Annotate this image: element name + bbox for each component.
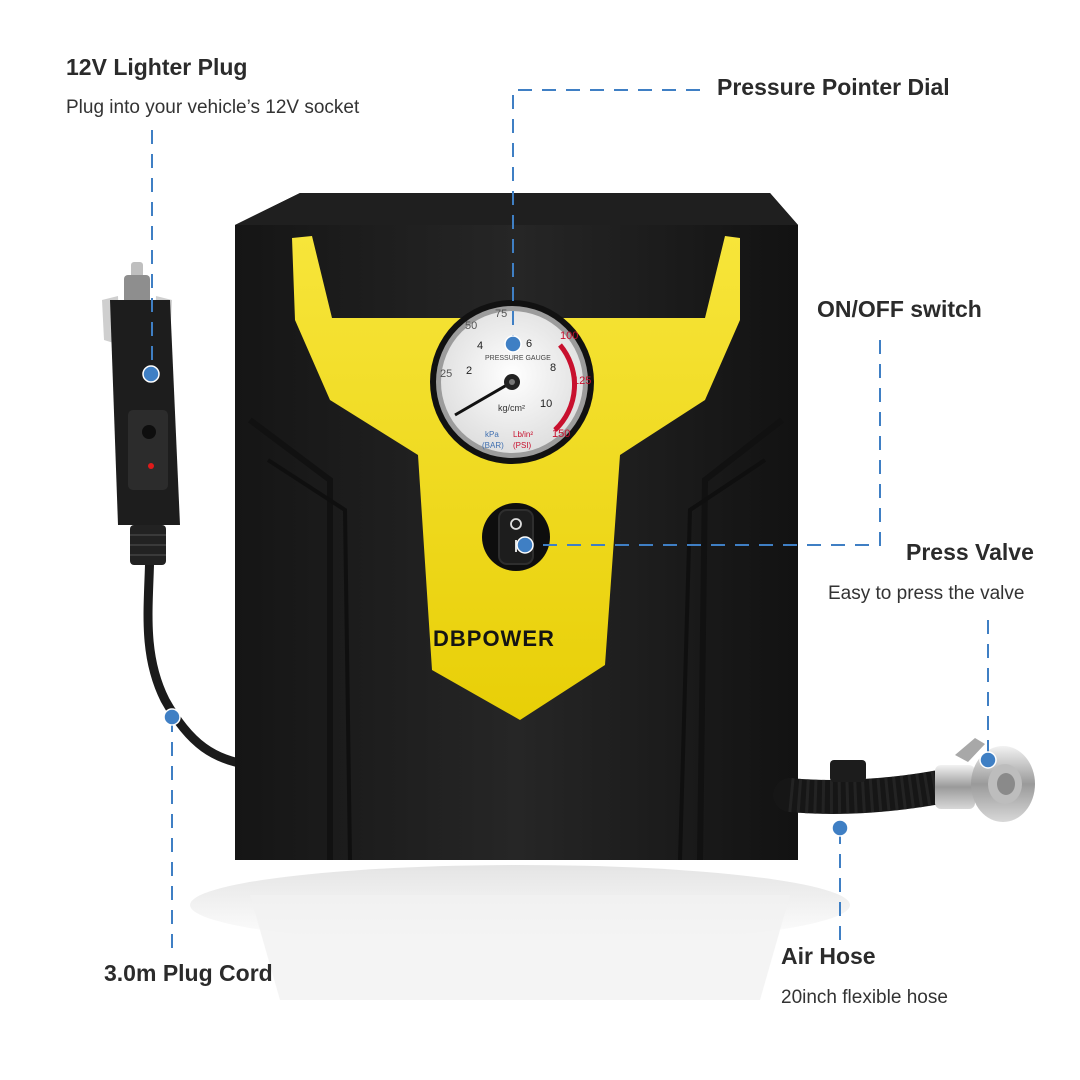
- air-hose-dot: [831, 819, 849, 837]
- pressure-dial-title: Pressure Pointer Dial: [717, 74, 950, 100]
- plug-cord-title: 3.0m Plug Cord: [104, 960, 273, 986]
- on-off-switch-title: ON/OFF switch: [817, 296, 982, 322]
- yellow-front-panel: [292, 236, 740, 720]
- lighter-plug-subtitle: Plug into your vehicle’s 12V socket: [66, 97, 360, 118]
- gauge-unit-bar: (BAR): [482, 441, 504, 450]
- pressure-dial-dot: [504, 335, 522, 353]
- gauge-psi-tick-25: 25: [440, 368, 453, 380]
- gauge-kg-tick-6: 6: [526, 338, 533, 350]
- gauge-center-label: PRESSURE GAUGE: [485, 355, 551, 362]
- air-hose-subtitle: 20inch flexible hose: [781, 987, 948, 1008]
- gauge-psi-tick-125: 125: [573, 375, 592, 387]
- gauge-unit-metric: kg/cm²: [498, 403, 525, 413]
- press-valve-subtitle: Easy to press the valve: [828, 583, 1025, 604]
- gauge-kg-tick-10: 10: [540, 398, 553, 410]
- gauge-psi-tick-150: 150: [552, 428, 571, 440]
- air-hose: [773, 760, 967, 814]
- gauge-kg-tick-8: 8: [550, 362, 557, 374]
- plug-cord: [143, 535, 255, 770]
- brand-logo-text: DBPOWER: [433, 626, 555, 651]
- press-valve-dot: [979, 751, 997, 769]
- on-off-switch-leader: [527, 340, 881, 546]
- gauge-kg-tick-4: 4: [477, 340, 484, 352]
- plug-cord-dot: [163, 708, 181, 726]
- pressure-dial-leader: [512, 89, 700, 342]
- air-hose-title: Air Hose: [781, 943, 876, 969]
- gauge-kg-tick-2: 2: [466, 365, 473, 377]
- gauge-unit-lb: Lb/in²: [513, 430, 534, 439]
- gauge-unit-kpa: kPa: [485, 430, 499, 439]
- lighter-plug-title: 12V Lighter Plug: [66, 54, 248, 80]
- gauge-psi-tick-50: 50: [465, 320, 478, 332]
- gauge-psi-tick-75: 75: [495, 308, 508, 320]
- on-off-switch-dot: [516, 536, 534, 554]
- lighter-plug: [102, 262, 180, 565]
- gauge-unit-psi: (PSI): [513, 441, 532, 450]
- body-reflection: [250, 895, 790, 1000]
- lighter-plug-dot: [142, 365, 160, 383]
- press-valve-title: Press Valve: [906, 539, 1034, 565]
- gauge-psi-tick-100: 100: [560, 330, 579, 342]
